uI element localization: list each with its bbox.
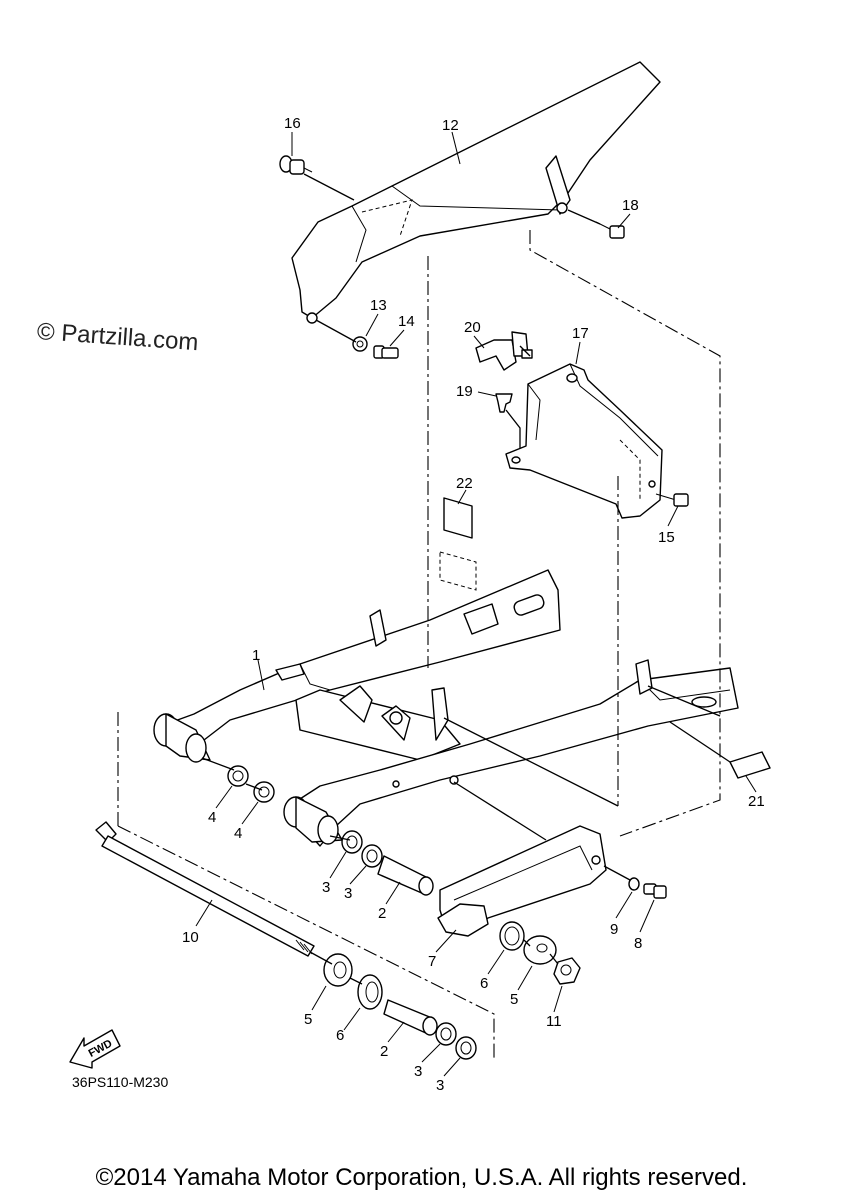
diagram-code: 36PS110-M230 — [72, 1074, 169, 1090]
bearing-part-3c[interactable] — [435, 1022, 457, 1046]
bearing-part-3b[interactable] — [361, 844, 383, 868]
callout-6a[interactable]: 6 — [336, 1027, 344, 1044]
nut-part-11[interactable] — [553, 957, 581, 985]
bracket-part-17[interactable] — [505, 363, 663, 519]
callout-6b[interactable]: 6 — [480, 975, 488, 992]
bearing-part-4b[interactable] — [253, 781, 275, 803]
callout-5b[interactable]: 5 — [510, 991, 518, 1008]
collar-part-2a[interactable] — [377, 855, 434, 896]
callout-11[interactable]: 11 — [546, 1013, 562, 1030]
bearing-part-3a[interactable] — [341, 830, 363, 854]
callout-3d[interactable]: 3 — [436, 1077, 444, 1094]
copyright-notice: ©2014 Yamaha Motor Corporation, U.S.A. A… — [95, 1164, 748, 1191]
assembly-lines — [117, 173, 731, 1060]
clamp-part-20[interactable] — [475, 331, 533, 371]
callout-3a[interactable]: 3 — [322, 879, 330, 896]
dust-seal-part-5b[interactable] — [523, 935, 557, 965]
callout-21[interactable]: 21 — [748, 793, 765, 810]
callout-17[interactable]: 17 — [572, 325, 589, 342]
bearing-part-4a[interactable] — [227, 765, 249, 787]
swingarm-part-1[interactable] — [153, 569, 739, 847]
bearing-part-3d[interactable] — [455, 1036, 477, 1060]
callout-7[interactable]: 7 — [428, 953, 436, 970]
callout-10[interactable]: 10 — [182, 929, 199, 946]
callout-4a[interactable]: 4 — [208, 809, 216, 826]
fwd-arrow-icon: FWD — [69, 1029, 121, 1069]
washer-part-9[interactable] — [628, 877, 640, 891]
callout-12[interactable]: 12 — [442, 117, 459, 134]
chain-guard-part[interactable] — [291, 61, 661, 324]
callout-4b[interactable]: 4 — [234, 825, 242, 842]
washer-part-13[interactable] — [352, 336, 368, 352]
bolt-part-16[interactable] — [279, 155, 313, 175]
callout-18[interactable]: 18 — [622, 197, 639, 214]
leader-lines — [195, 131, 757, 1077]
label-part-21[interactable] — [729, 751, 771, 779]
dust-seal-part-5a[interactable] — [323, 953, 353, 987]
callout-1[interactable]: 1 — [252, 647, 260, 664]
callout-19[interactable]: 19 — [456, 383, 473, 400]
rivet-part-19[interactable] — [495, 393, 513, 413]
bolt-part-8[interactable] — [643, 883, 667, 899]
callout-2b[interactable]: 2 — [380, 1043, 388, 1060]
bolt-part-14[interactable] — [373, 345, 399, 359]
callout-15[interactable]: 15 — [658, 529, 675, 546]
collar-part-2b[interactable] — [383, 999, 438, 1036]
callout-14[interactable]: 14 — [398, 313, 415, 330]
callout-8[interactable]: 8 — [634, 935, 642, 952]
bolt-part-18[interactable] — [595, 221, 625, 239]
callout-16[interactable]: 16 — [284, 115, 301, 132]
callout-5a[interactable]: 5 — [304, 1011, 312, 1028]
callouts: 16 12 18 13 14 20 17 19 22 15 1 21 4 4 3… — [182, 115, 765, 1094]
callout-13[interactable]: 13 — [370, 297, 387, 314]
label-part-22[interactable] — [439, 497, 477, 591]
callout-9[interactable]: 9 — [610, 921, 618, 938]
bearing-part-6b[interactable] — [499, 921, 525, 951]
bolt-part-15[interactable] — [655, 493, 689, 507]
callout-3b[interactable]: 3 — [344, 885, 352, 902]
callout-3c[interactable]: 3 — [414, 1063, 422, 1080]
callout-22[interactable]: 22 — [456, 475, 473, 492]
bearing-part-6a[interactable] — [357, 974, 383, 1010]
chain-puller-part-7[interactable] — [437, 825, 607, 937]
callout-2a[interactable]: 2 — [378, 905, 386, 922]
callout-20[interactable]: 20 — [464, 319, 481, 336]
pivot-shaft-part-10[interactable] — [95, 821, 315, 957]
